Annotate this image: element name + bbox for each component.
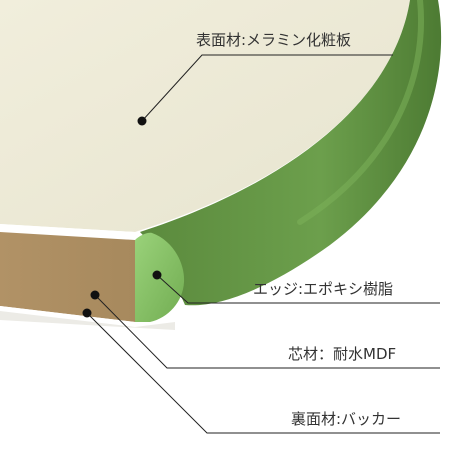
surface-core-gap <box>0 224 135 240</box>
melamine-top-surface <box>0 0 410 232</box>
epoxy-edge-band <box>140 0 442 306</box>
leader-dots <box>82 116 162 318</box>
bottom-shadow <box>0 311 175 330</box>
backer-strip <box>0 306 135 327</box>
dot-surface <box>137 116 147 126</box>
label-surface-material: 表面材:メラミン化粧板 <box>196 31 352 49</box>
edge-highlight <box>297 0 424 225</box>
label-core-material: 芯材：耐水MDF <box>288 345 397 363</box>
leader-surface <box>141 54 393 122</box>
label-edge-material: エッジ:エポキシ樹脂 <box>253 280 394 298</box>
leader-back <box>86 312 440 434</box>
leader-core <box>94 294 440 369</box>
leader-edge <box>156 274 440 304</box>
dot-edge <box>152 270 162 280</box>
dot-back <box>82 308 92 318</box>
leader-lines <box>86 54 440 434</box>
mdf-core <box>0 232 135 322</box>
label-back-material: 裏面材:バッカー <box>291 410 402 428</box>
dot-core <box>90 290 100 300</box>
